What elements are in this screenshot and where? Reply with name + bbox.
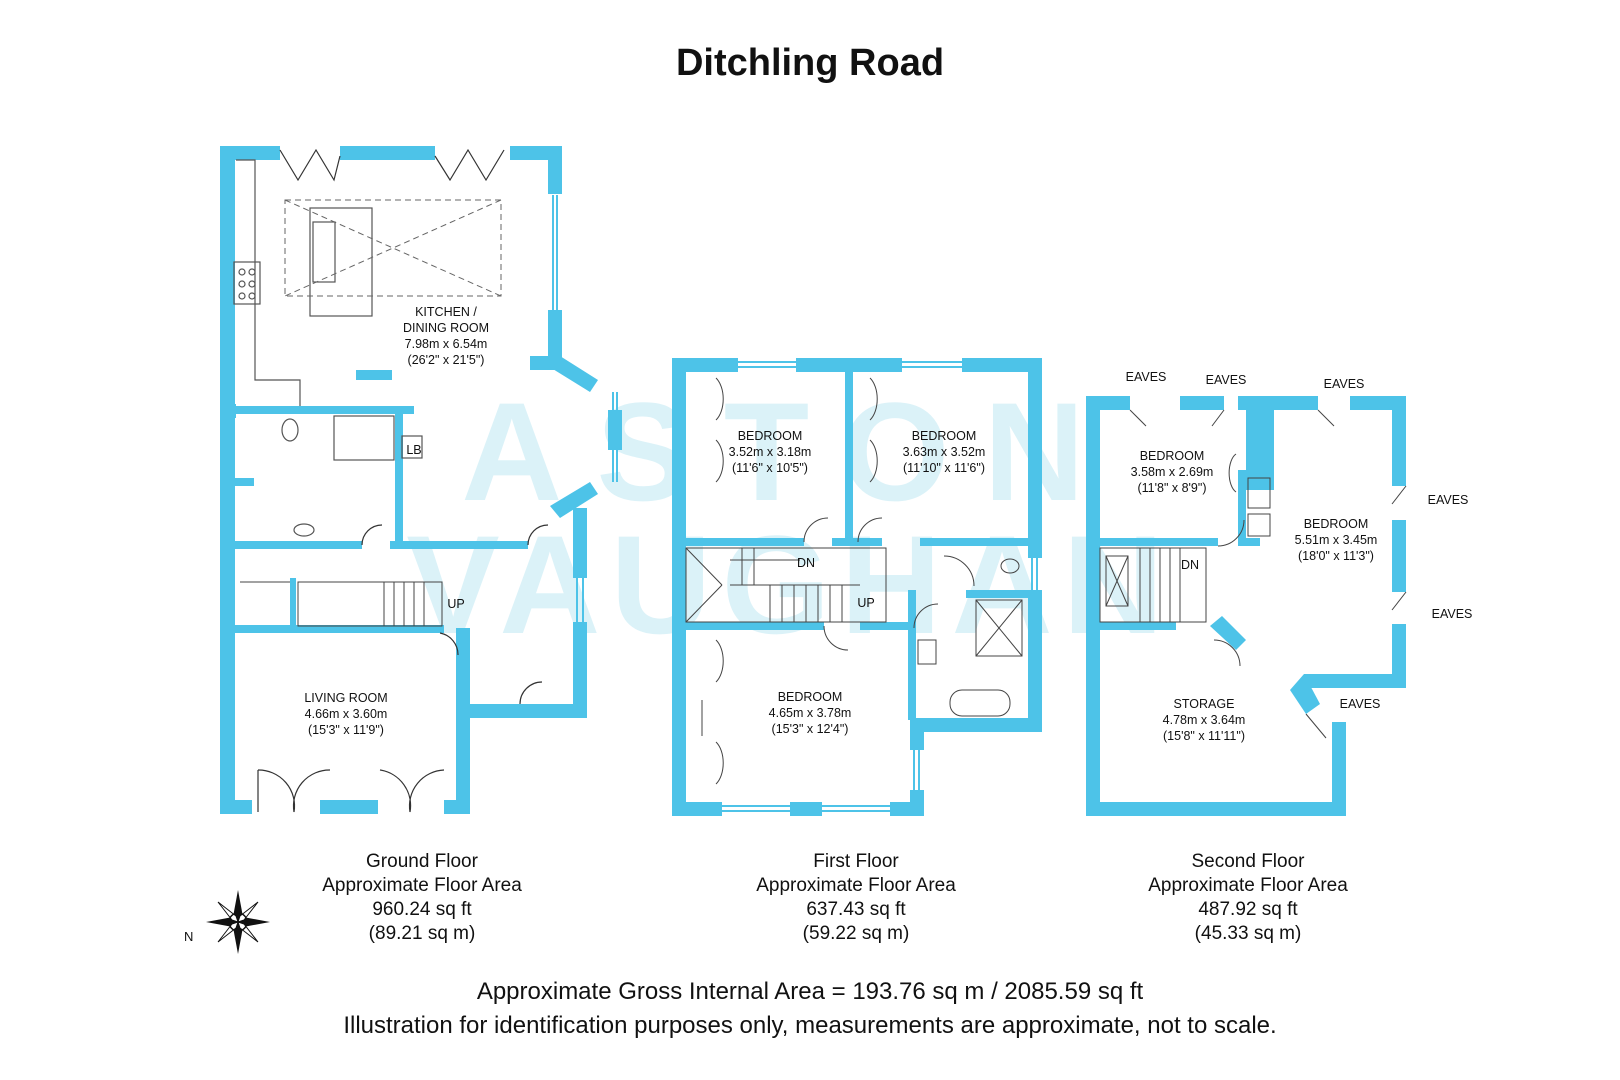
kitchen-dining-room: KITCHEN / DINING ROOM 7.98m x 6.54m (26'…: [403, 305, 489, 367]
second-floor-name: Second Floor: [1191, 851, 1305, 872]
second-floor-caption: Second Floor Approximate Floor Area 487.…: [1088, 850, 1408, 946]
disclaimer-text: Illustration for identification purposes…: [343, 1012, 1277, 1039]
first-stairs-up-label: UP: [857, 596, 874, 610]
second-floor-plan: BEDROOM 3.58m x 2.69m (11'8" x 8'9") BED…: [1086, 370, 1472, 816]
first-floor-area-label: Approximate Floor Area: [756, 875, 956, 896]
page-title: Ditchling Road: [675, 42, 945, 84]
compass-north-label: N: [184, 929, 194, 944]
living-name: LIVING ROOM: [304, 691, 387, 705]
first-bedroom-c-imperial: (15'3" x 12'4"): [772, 722, 849, 736]
eaves-label-4: EAVES: [1428, 493, 1469, 507]
eaves-label-2: EAVES: [1206, 373, 1247, 387]
ground-floor-sqft: 960.24 sq ft: [372, 899, 472, 920]
first-bedroom-a-metric: 3.52m x 3.18m: [729, 445, 812, 459]
first-floor-caption: First Floor Approximate Floor Area 637.4…: [696, 850, 1016, 946]
second-bedroom-a-metric: 3.58m x 2.69m: [1131, 465, 1214, 479]
ground-floor-stairs: [240, 581, 443, 627]
eaves-label-3: EAVES: [1324, 377, 1365, 391]
first-floor-windows: [722, 361, 1038, 812]
lb-label: LB: [406, 443, 421, 457]
second-floor-fittings: [1099, 409, 1407, 739]
first-bedroom-a-imperial: (11'6" x 10'5"): [732, 461, 808, 475]
first-bedroom-c-name: BEDROOM: [778, 690, 843, 704]
second-bedroom-b: BEDROOM 5.51m x 3.45m (18'0" x 11'3"): [1295, 517, 1378, 563]
living-metric: 4.66m x 3.60m: [305, 707, 388, 721]
second-bedroom-a: BEDROOM 3.58m x 2.69m (11'8" x 8'9"): [1131, 449, 1214, 495]
second-bedroom-a-imperial: (11'8" x 8'9"): [1137, 481, 1206, 495]
kitchen-name-1: KITCHEN /: [415, 305, 477, 319]
eaves-label-6: EAVES: [1340, 697, 1381, 711]
ground-floor-caption: Ground Floor Approximate Floor Area 960.…: [262, 850, 582, 946]
first-floor-name: First Floor: [813, 851, 899, 872]
kitchen-metric: 7.98m x 6.54m: [405, 337, 488, 351]
first-bedroom-c-metric: 4.65m x 3.78m: [769, 706, 852, 720]
roof-lantern-outline: [284, 199, 502, 297]
first-floor-walls: [672, 358, 1042, 816]
second-bedroom-b-name: BEDROOM: [1304, 517, 1369, 531]
second-bedroom-b-imperial: (18'0" x 11'3"): [1298, 549, 1374, 563]
first-floor-sqm: (59.22 sq m): [802, 923, 910, 944]
second-storage: STORAGE 4.78m x 3.64m (15'8" x 11'11"): [1163, 697, 1246, 743]
storage-metric: 4.78m x 3.64m: [1163, 713, 1246, 727]
storage-imperial: (15'8" x 11'11"): [1163, 729, 1245, 743]
living-imperial: (15'3" x 11'9"): [308, 723, 384, 737]
second-bedroom-b-metric: 5.51m x 3.45m: [1295, 533, 1378, 547]
storage-name: STORAGE: [1174, 697, 1235, 711]
kitchen-fittings: [233, 159, 423, 537]
second-floor-sqm: (45.33 sq m): [1194, 923, 1302, 944]
first-bedroom-a-name: BEDROOM: [738, 429, 803, 443]
second-floor-area-label: Approximate Floor Area: [1148, 875, 1348, 896]
first-bedroom-b-imperial: (11'10" x 11'6"): [903, 461, 985, 475]
compass-rose-icon: [206, 890, 270, 954]
first-floor-fittings: [685, 377, 1023, 785]
second-bedroom-a-name: BEDROOM: [1140, 449, 1205, 463]
ground-floor-walls: [220, 146, 622, 814]
first-bedroom-b-metric: 3.63m x 3.52m: [903, 445, 986, 459]
first-stairs-down-label: DN: [797, 556, 815, 570]
ground-stairs-up-label: UP: [447, 597, 464, 611]
first-bedroom-b: BEDROOM 3.63m x 3.52m (11'10" x 11'6"): [903, 429, 986, 475]
ground-floor-name: Ground Floor: [366, 851, 478, 872]
first-bedroom-b-name: BEDROOM: [912, 429, 977, 443]
ground-floor-sqm: (89.21 sq m): [368, 923, 476, 944]
ground-floor-windows: [552, 195, 618, 622]
first-bedroom-a: BEDROOM 3.52m x 3.18m (11'6" x 10'5"): [729, 429, 812, 475]
first-bedroom-c: BEDROOM 4.65m x 3.78m (15'3" x 12'4"): [769, 690, 852, 736]
second-floor-walls: [1086, 396, 1406, 816]
eaves-label-5: EAVES: [1432, 607, 1473, 621]
kitchen-imperial: (26'2" x 21'5"): [408, 353, 485, 367]
living-room: LIVING ROOM 4.66m x 3.60m (15'3" x 11'9"…: [304, 691, 387, 737]
bifold-doors: [257, 148, 549, 813]
gross-area-text: Approximate Gross Internal Area = 193.76…: [476, 978, 1144, 1005]
eaves-label-1: EAVES: [1126, 370, 1167, 384]
first-floor-plan: BEDROOM 3.52m x 3.18m (11'6" x 10'5") BE…: [672, 358, 1042, 816]
second-stairs-down-label: DN: [1181, 558, 1199, 572]
ground-floor-area-label: Approximate Floor Area: [322, 875, 522, 896]
first-floor-sqft: 637.43 sq ft: [806, 899, 906, 920]
second-floor-sqft: 487.92 sq ft: [1198, 899, 1298, 920]
ground-floor-plan: KITCHEN / DINING ROOM 7.98m x 6.54m (26'…: [220, 146, 622, 814]
kitchen-name-2: DINING ROOM: [403, 321, 489, 335]
